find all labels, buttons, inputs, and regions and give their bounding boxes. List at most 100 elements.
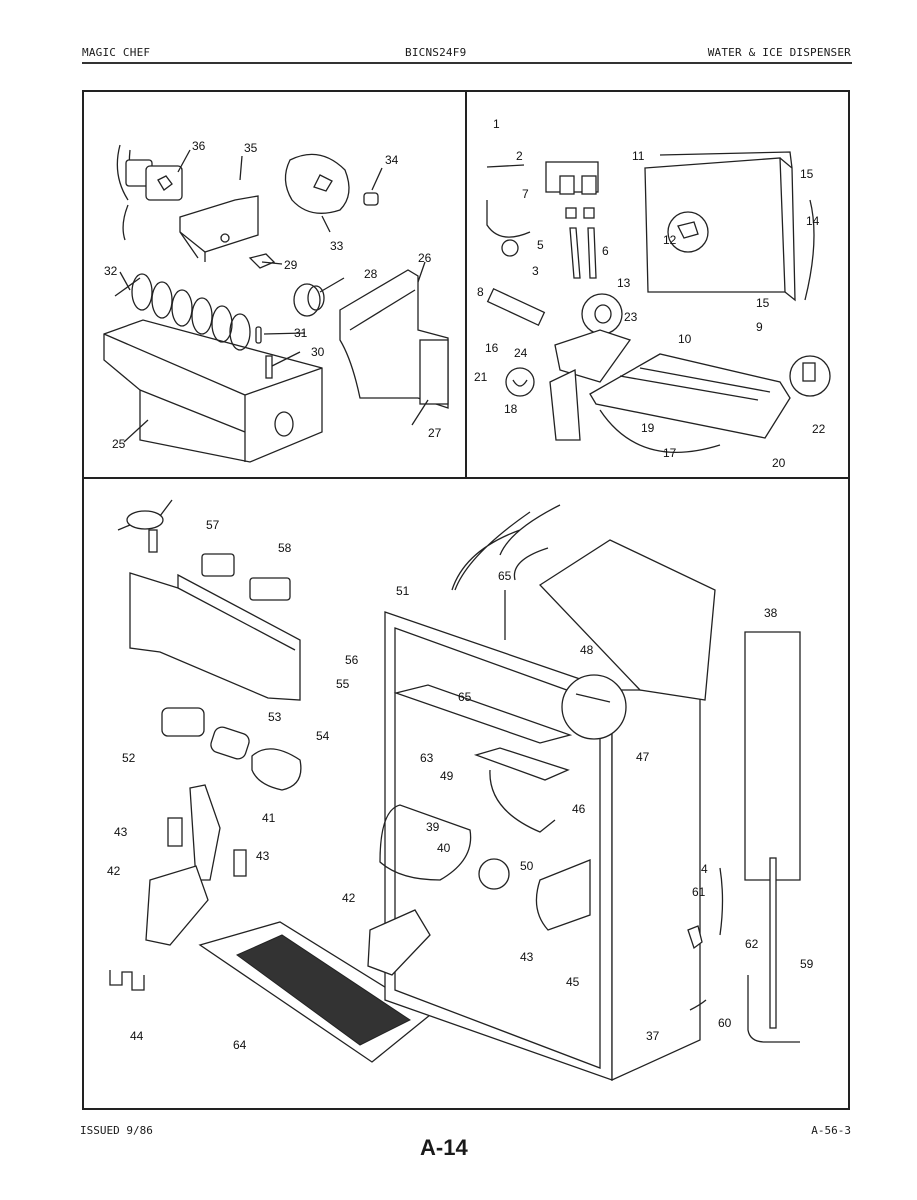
callout-11: 11 xyxy=(632,149,645,163)
callout-43: 43 xyxy=(256,849,270,863)
callout-48: 48 xyxy=(580,643,594,657)
callout-39: 39 xyxy=(426,820,440,834)
part-dispenser-housing xyxy=(384,611,701,1082)
callout-56: 56 xyxy=(345,653,359,667)
callout-10: 10 xyxy=(678,332,692,346)
callout-64: 64 xyxy=(233,1038,247,1052)
callout-43: 43 xyxy=(520,950,534,964)
callout-59: 59 xyxy=(800,957,814,971)
callout-35: 35 xyxy=(244,141,258,155)
part-tube-3 xyxy=(569,227,581,279)
part-dispenser-pad xyxy=(145,865,209,946)
callout-23: 23 xyxy=(624,310,638,324)
part-clip xyxy=(248,253,276,269)
callout-61: 61 xyxy=(692,885,706,899)
callout-34: 34 xyxy=(385,153,399,167)
callout-5: 5 xyxy=(537,238,544,252)
part-light-socket xyxy=(161,707,302,791)
callout-1: 1 xyxy=(493,117,500,131)
part-thermostat xyxy=(117,499,173,553)
callout-28: 28 xyxy=(364,267,378,281)
callout-47: 47 xyxy=(636,750,650,764)
part-mold-bracket xyxy=(549,369,581,441)
part-hinge-b xyxy=(233,849,247,877)
callout-44: 44 xyxy=(130,1029,144,1043)
part-fill-tube xyxy=(486,287,546,327)
issued-date: ISSUED 9/86 xyxy=(80,1124,153,1137)
callout-2: 2 xyxy=(516,149,523,163)
panel-divider-vertical xyxy=(465,90,467,478)
part-switch-bracket xyxy=(129,553,301,701)
part-funnel xyxy=(554,329,632,383)
callout-32: 32 xyxy=(104,264,118,278)
part-water-tube-59 xyxy=(769,857,777,1029)
part-cam xyxy=(284,153,350,214)
callout-20: 20 xyxy=(772,456,786,470)
part-actuator-arm xyxy=(189,784,221,881)
panel-top-right: 1 2 7 5 6 3 13 8 11 15 14 12 15 9 10 23 … xyxy=(474,117,831,470)
part-detail-48 xyxy=(561,674,627,740)
callout-58: 58 xyxy=(278,541,292,555)
header-section: WATER & ICE DISPENSER xyxy=(707,46,851,59)
callout-21: 21 xyxy=(474,370,488,384)
part-bracket-1 xyxy=(486,164,525,168)
part-gear xyxy=(293,283,325,317)
panel-divider-horizontal xyxy=(82,477,850,479)
part-clamp-61 xyxy=(687,925,703,950)
part-clamp-60 xyxy=(689,999,707,1011)
part-tube-7 xyxy=(486,200,531,238)
callout-54: 54 xyxy=(316,729,330,743)
callout-51: 51 xyxy=(396,584,410,598)
callout-36: 36 xyxy=(192,139,206,153)
callout-55: 55 xyxy=(336,677,350,691)
part-ice-bucket xyxy=(103,319,323,463)
callout-49: 49 xyxy=(440,769,454,783)
callout-42: 42 xyxy=(342,891,356,905)
callout-29: 29 xyxy=(284,258,298,272)
callout-4: 4 xyxy=(701,862,708,876)
part-pin xyxy=(255,326,262,344)
part-hinge-a xyxy=(167,817,183,847)
part-wire-harness xyxy=(451,504,561,591)
document-reference: A-56-3 xyxy=(811,1124,851,1137)
part-tube-4 xyxy=(719,867,724,936)
callout-8: 8 xyxy=(477,285,484,299)
part-bracket-46 xyxy=(489,769,556,833)
callout-12: 12 xyxy=(663,233,677,247)
part-water-valve xyxy=(545,161,599,219)
part-motor-cover xyxy=(179,195,259,262)
callout-25: 25 xyxy=(112,437,126,451)
part-plate xyxy=(473,747,570,781)
part-lever xyxy=(379,804,472,881)
callout-19: 19 xyxy=(641,421,655,435)
panel-top-left: 36 35 34 33 29 28 26 32 31 30 25 27 xyxy=(103,139,449,463)
part-side-panel xyxy=(744,631,801,881)
part-tube-13 xyxy=(587,227,597,279)
callout-65: 65 xyxy=(458,690,472,704)
callout-13: 13 xyxy=(617,276,631,290)
callout-31: 31 xyxy=(294,326,308,340)
part-ring xyxy=(505,367,535,397)
panel-bottom: 57 58 51 65 38 48 56 55 65 53 54 52 63 4… xyxy=(107,499,814,1082)
callout-15: 15 xyxy=(756,296,770,310)
callout-3: 3 xyxy=(532,264,539,278)
header-brand: MAGIC CHEF xyxy=(82,46,151,59)
callout-16: 16 xyxy=(485,341,499,355)
callout-40: 40 xyxy=(437,841,451,855)
part-auger xyxy=(114,273,251,351)
part-harness-19 xyxy=(599,409,721,453)
callout-6: 6 xyxy=(602,244,609,258)
callout-27: 27 xyxy=(428,426,442,440)
part-bearing-detail xyxy=(581,293,623,335)
part-motor xyxy=(116,144,183,241)
part-dispenser-pad-2 xyxy=(367,909,431,976)
callout-43: 43 xyxy=(114,825,128,839)
callout-7: 7 xyxy=(522,187,529,201)
part-fitting xyxy=(501,239,519,257)
part-ice-chute-bucket xyxy=(538,539,716,701)
page-number: A-14 xyxy=(420,1135,468,1160)
part-ice-maker-housing xyxy=(644,151,815,302)
part-spring xyxy=(109,970,145,991)
callout-53: 53 xyxy=(268,710,282,724)
part-water-tube-62 xyxy=(747,975,800,1043)
